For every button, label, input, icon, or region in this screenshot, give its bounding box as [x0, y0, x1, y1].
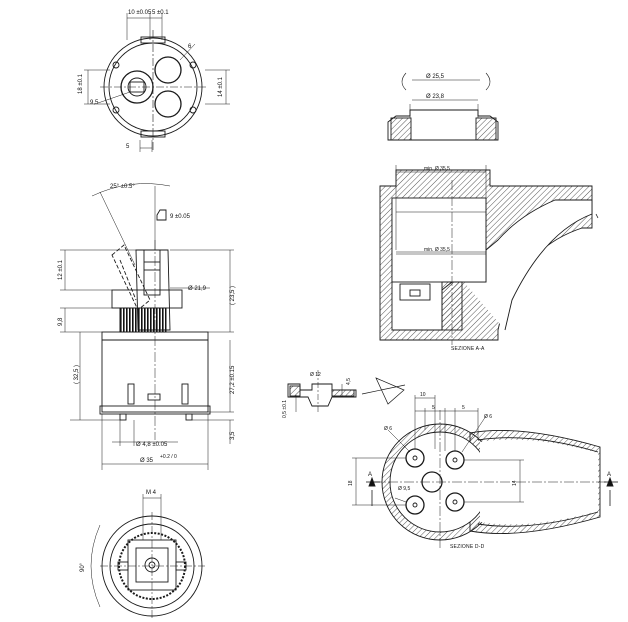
- dim-h35: 3,5: [230, 431, 236, 440]
- dim-sec-d6: Ø 6: [384, 426, 392, 432]
- dim-top-r6: 6: [188, 44, 192, 50]
- dim-sec-h18: 18: [348, 480, 354, 486]
- dim-top-b5: 5: [126, 144, 130, 150]
- dim-sec-d6b: Ø 6: [484, 414, 492, 420]
- dim-h235: ( 23,5 ): [230, 286, 236, 305]
- dim-h98: 9,8: [58, 317, 64, 326]
- dim-m4: M 4: [146, 490, 157, 496]
- dim-sec-d12: Ø 12: [310, 372, 321, 378]
- dim-stem9: 9 ±0.05: [170, 214, 191, 220]
- dim-ring-d238: Ø 23,8: [426, 94, 445, 100]
- dim-sec-w5r: 5: [462, 405, 465, 411]
- section-dd-label: SEZIONE D-D: [450, 544, 485, 550]
- dim-sec-h14: 14: [512, 480, 518, 486]
- dim-a90: 90°: [80, 562, 86, 572]
- dim-sec-w5l: 5: [432, 405, 435, 411]
- section-a-a-view: [379, 165, 599, 345]
- dim-h325: ( 32,5 ): [74, 365, 80, 384]
- dim-top-w10: 10 ±0.05: [128, 10, 152, 16]
- section-detail-view: [287, 370, 406, 412]
- dim-top-w5: 5 ±0.1: [152, 10, 169, 16]
- dim-h12: 12 ±0.1: [58, 259, 64, 280]
- cartridge-side-view: [60, 183, 234, 470]
- dim-d48: Ø 4,8 ±0.05: [136, 442, 168, 448]
- ring-gasket-view: [387, 72, 499, 141]
- dim-top-r95: 9,5: [90, 100, 99, 106]
- dim-sec-d95: Ø 9,5: [398, 486, 410, 492]
- dim-sec-w10: 10: [420, 392, 426, 398]
- dim-d219: Ø 21,9: [188, 286, 207, 292]
- cut-label-a-left: A: [368, 472, 372, 478]
- dimension-labels: 10 ±0.05 5 ±0.1 6 18 ±0.1 9,5 14 ±0.1 5 …: [58, 10, 611, 572]
- dim-min-d355-top: min. Ø 35,5: [424, 166, 450, 172]
- dim-d35: Ø 35: [140, 458, 154, 464]
- dim-d35-tol: +0.2 / 0: [160, 454, 177, 460]
- dim-min-d355-bottom: min. Ø 35,5: [424, 247, 450, 253]
- cut-label-a-right: A: [607, 472, 611, 478]
- dim-top-h18: 18 ±0.1: [78, 73, 84, 94]
- dim-sec-h05: 0,5 ±0.1: [282, 400, 288, 418]
- dim-angle: 25° ±0.5°: [110, 184, 135, 190]
- cartridge-top-view: [84, 13, 230, 152]
- dim-sec-h45: 4,5: [346, 378, 352, 385]
- section-d-d-view: [352, 395, 618, 548]
- dim-top-h14: 14 ±0.1: [218, 76, 224, 97]
- section-aa-label: SEZIONE A-A: [451, 346, 485, 352]
- dim-h272: 27,2 ±0.15: [230, 365, 236, 394]
- cartridge-bottom-view: [90, 494, 205, 620]
- dim-ring-d255: Ø 25,5: [426, 74, 445, 80]
